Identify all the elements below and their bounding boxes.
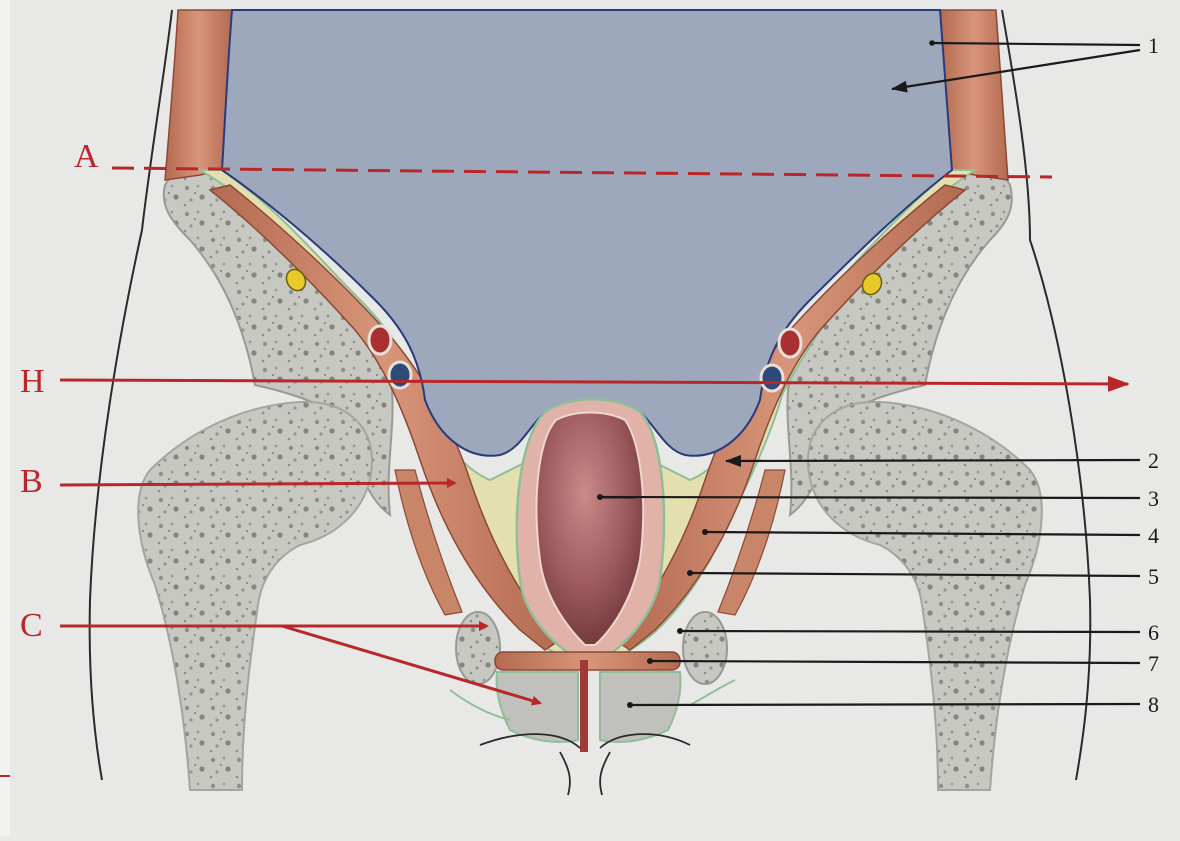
label-c: C: [20, 607, 43, 644]
leader-dot-1: [929, 40, 935, 46]
leader-dot-4: [702, 529, 708, 535]
label-4: 4: [1148, 523, 1159, 548]
left-artery: [369, 326, 391, 354]
page-left-edge: [0, 0, 10, 836]
label-3: 3: [1148, 486, 1159, 511]
leader-dot-7: [647, 658, 653, 664]
label-7: 7: [1148, 651, 1159, 676]
right-vein: [761, 365, 783, 391]
leader-dot-5: [687, 570, 693, 576]
right-ischial-tuberosity: [683, 612, 727, 684]
label-5: 5: [1148, 564, 1159, 589]
leader-6: [680, 631, 1140, 632]
leader-2: [726, 460, 1140, 461]
label-8: 8: [1148, 692, 1159, 717]
label-h: H: [20, 363, 45, 400]
label-2: 2: [1148, 448, 1159, 473]
left-ischial-tuberosity: [456, 612, 500, 684]
leader-dot-6: [677, 628, 683, 634]
label-1: 1: [1148, 33, 1159, 58]
leader-8: [630, 704, 1140, 705]
leader-3: [600, 497, 1140, 498]
left-vein: [389, 362, 411, 388]
anal-canal: [580, 660, 588, 752]
label-6: 6: [1148, 620, 1159, 645]
arrow-b: [60, 483, 455, 485]
right-artery: [779, 329, 801, 357]
leader-dot-8: [627, 702, 633, 708]
label-a: A: [74, 138, 99, 175]
leader-dot-3: [597, 494, 603, 500]
label-b: B: [20, 463, 43, 500]
